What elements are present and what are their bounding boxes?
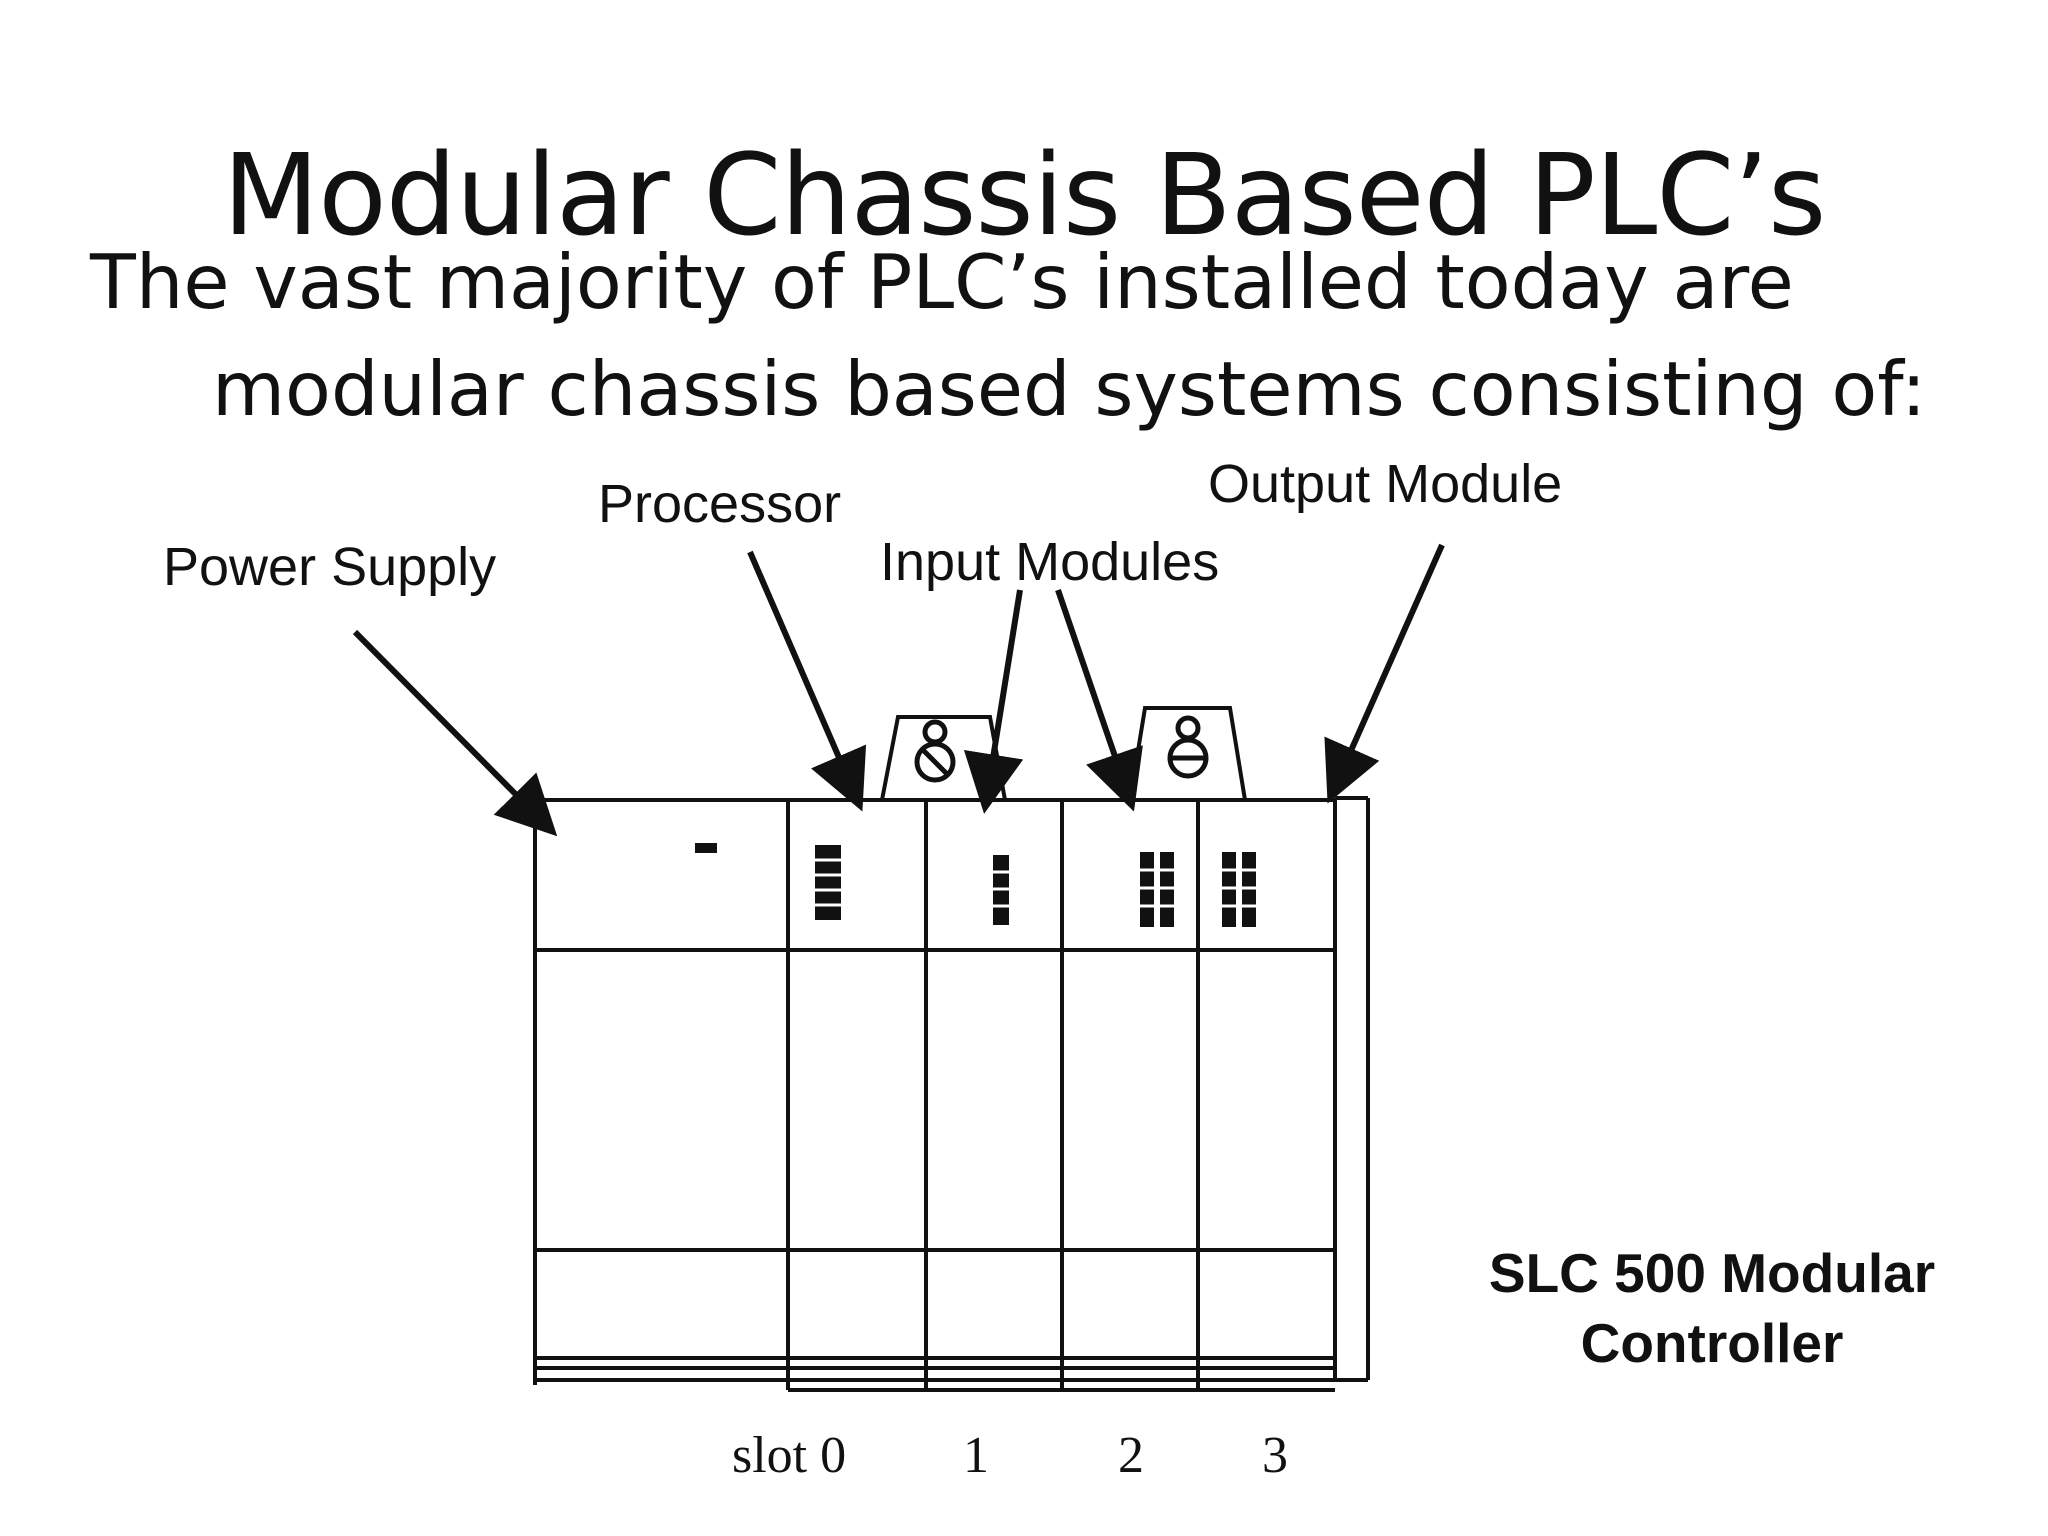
caption-line-2: Controller (1581, 1312, 1844, 1374)
locking-screws (914, 715, 1209, 783)
chassis-outline (533, 798, 1337, 1382)
slot-label-2: 2 (1118, 1427, 1144, 1484)
led-indicators (695, 843, 1256, 927)
chassis (533, 706, 1370, 1392)
arrow-input-module-1 (963, 589, 1024, 814)
slot-label-3: 3 (1262, 1427, 1288, 1484)
handle-slot-1 (880, 715, 1007, 801)
input-modules-label: Input Modules (880, 532, 1219, 592)
slot-label-1: 1 (963, 1427, 989, 1484)
caption-line-1: SLC 500 Modular (1489, 1242, 1935, 1304)
slot-label-0: slot 0 (732, 1427, 846, 1484)
output-module-label: Output Module (1208, 454, 1562, 514)
processor-label: Processor (598, 474, 841, 534)
slide-title: Modular Chassis Based PLC’s (222, 131, 1827, 261)
arrow-output-module (1324, 543, 1445, 804)
processor-leds (815, 845, 841, 920)
power-led (695, 843, 717, 853)
arrow-processor (747, 550, 867, 812)
arrow-power-supply (352, 629, 558, 837)
body-text-line-2: modular chassis based systems consisting… (212, 345, 1927, 433)
handle-slot-2 (1128, 706, 1247, 801)
body-text-line-1: The vast majority of PLC’s installed tod… (90, 238, 1794, 326)
arrow-input-module-2 (1055, 589, 1143, 812)
callout-arrows (352, 543, 1445, 837)
power-supply-label: Power Supply (163, 537, 496, 597)
